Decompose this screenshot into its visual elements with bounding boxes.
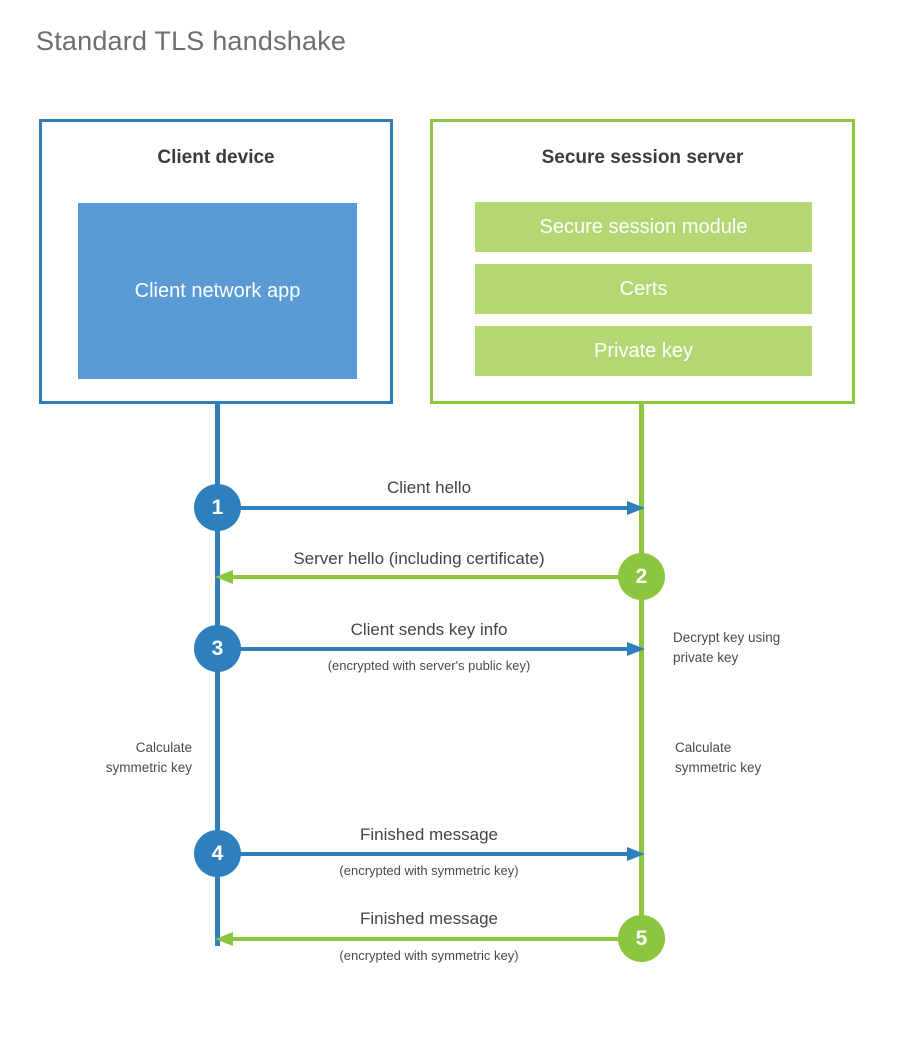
step-number-2: 2 — [635, 564, 648, 588]
client-network-app-block: Client network app — [78, 203, 357, 379]
step-2-label: Server hello (including certificate) — [293, 549, 545, 568]
client-device-box: Client device Client network app — [39, 119, 393, 404]
step-circle-5[interactable]: 5 — [618, 915, 665, 962]
step-circle-2[interactable]: 2 — [618, 553, 665, 600]
step-circle-1[interactable]: 1 — [194, 484, 241, 531]
step-number-5: 5 — [635, 926, 648, 950]
step-circle-3[interactable]: 3 — [194, 625, 241, 672]
step-number-1: 1 — [211, 495, 224, 519]
step-4-label: Finished message — [360, 825, 498, 844]
step-number-4: 4 — [211, 841, 224, 865]
step-1-arrow-right-icon — [217, 500, 645, 516]
server-component-private-key: Private key — [475, 326, 812, 376]
step-1-label: Client hello — [386, 478, 472, 497]
step-circle-4[interactable]: 4 — [194, 830, 241, 877]
step-5-arrow-left-icon — [215, 931, 641, 947]
step-3-arrow-right-icon — [217, 641, 645, 657]
step-5-sublabel: (encrypted with symmetric key) — [339, 948, 519, 963]
step-2-arrow-left-icon — [215, 569, 641, 585]
step-3-sublabel: (encrypted with server's public key) — [327, 658, 531, 673]
page-title: Standard TLS handshake — [36, 26, 347, 56]
step-4-arrow-right-icon — [217, 846, 645, 862]
step-5-label: Finished message — [360, 909, 498, 928]
secure-session-server-title: Secure session server — [541, 147, 744, 168]
server-lifeline — [639, 403, 644, 939]
annotation-decrypt-key: Decrypt key using private key — [673, 630, 781, 665]
step-4-sublabel: (encrypted with symmetric key) — [339, 863, 519, 878]
server-component-stack: Secure session module Certs Private key — [475, 202, 812, 376]
annotation-calculate-symmetric-key-client: Calculate symmetric key — [105, 740, 192, 775]
server-component-certs: Certs — [475, 264, 812, 314]
client-device-title: Client device — [157, 147, 275, 168]
annotation-calculate-symmetric-key-server: Calculate symmetric key — [675, 740, 762, 775]
client-lifeline — [215, 403, 220, 946]
step-3-label: Client sends key info — [350, 620, 508, 639]
secure-session-server-box: Secure session server Secure session mod… — [430, 119, 855, 404]
step-number-3: 3 — [211, 636, 224, 660]
server-component-secure-session-module: Secure session module — [475, 202, 812, 252]
